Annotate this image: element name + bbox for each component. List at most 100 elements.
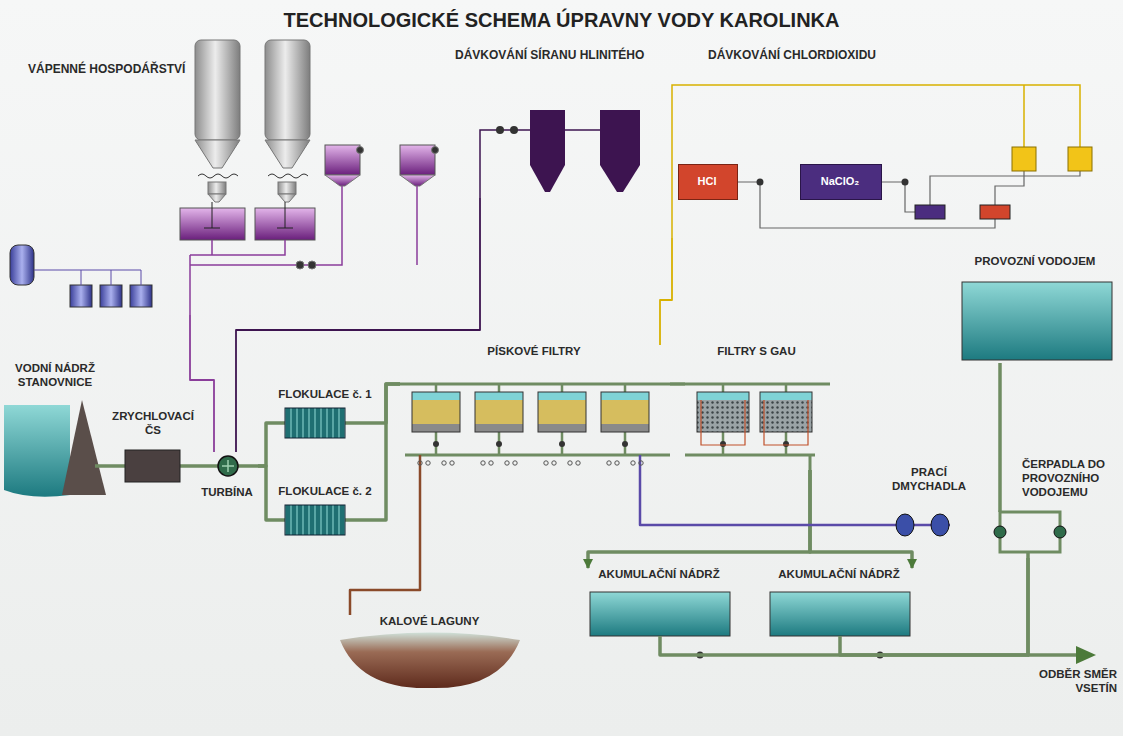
filter-tanks-part	[433, 441, 439, 447]
node-label: FILTRY S GAU	[685, 345, 828, 359]
alum-dosing-part	[600, 110, 640, 165]
filter-tanks-part	[489, 461, 493, 465]
filter-tanks-part	[419, 455, 422, 470]
filter-tanks-part	[475, 400, 523, 424]
chlorine-dioxide-plant-part	[1012, 147, 1036, 171]
filter-tanks-part	[601, 424, 649, 432]
raw-water-line-part	[218, 456, 238, 476]
filter-tanks-part	[552, 461, 556, 465]
node-label: PRACÍ DMYCHADLA	[885, 466, 973, 494]
tanks-and-pumps-part	[660, 636, 840, 640]
chlorine-dioxide-plant-part	[757, 179, 764, 186]
tanks-and-pumps-part	[1054, 526, 1066, 538]
chlorine-dioxide-plant-part	[915, 205, 945, 219]
pipe-connector	[258, 423, 275, 466]
chemical-tank: HCl	[678, 164, 738, 200]
lime-plant-area: VÁPENNÉ HOSPODÁŘSTVÍ	[5, 30, 320, 315]
node-label: PÍSKOVÉ FILTRY	[400, 345, 668, 359]
tanks-and-pumps-part	[931, 514, 949, 536]
node-label: AKUMULAČNÍ NÁDRŽ	[580, 568, 738, 582]
node-label: FLOKULACE č. 1	[277, 388, 373, 402]
node-label: AKUMULAČNÍ NÁDRŽ	[760, 568, 918, 582]
lime-plant	[10, 40, 439, 315]
lime-plant-part	[208, 194, 226, 202]
filter-tanks-part	[538, 392, 586, 400]
storage-tank: AKUMULAČNÍ NÁDRŽ	[760, 568, 920, 640]
filter-tanks-part	[697, 392, 749, 432]
filter-tanks-part	[568, 461, 572, 465]
alum-dosing-area: DÁVKOVÁNÍ SÍRANU HLINITÉHO	[440, 40, 670, 198]
filter-tanks-part	[538, 392, 586, 432]
filter-tanks-part	[412, 400, 460, 424]
flocculation-tanks-part	[285, 505, 345, 535]
filter-tanks-part	[412, 392, 460, 400]
lime-plant-part	[265, 40, 310, 140]
title-bar: TECHNOLOGICKÉ SCHEMA ÚPRAVNY VODY KAROLI…	[0, 8, 1123, 32]
pipe-connector	[640, 470, 885, 525]
lime-plant-part	[325, 145, 360, 175]
filter-tanks-part	[475, 424, 523, 432]
pump-station: ZRYCHLOVACÍ ČS	[112, 410, 196, 486]
filter-tanks-part	[697, 392, 749, 400]
wash-blowers: PRACÍ DMYCHADLA	[885, 466, 975, 538]
filter-tanks-part	[400, 384, 830, 470]
pipe-connector	[375, 384, 400, 520]
pipe-connector	[660, 238, 672, 345]
tanks-and-pumps-part	[994, 526, 1006, 538]
lime-plant-part	[130, 285, 152, 307]
alum-dosing-part	[480, 130, 600, 198]
filter-tanks-part	[412, 424, 460, 432]
filter-tanks-part	[631, 461, 635, 465]
tanks-and-pumps-part	[1028, 653, 1078, 657]
lime-plant-part	[278, 194, 296, 202]
pipe-connector	[196, 464, 198, 468]
tanks-and-pumps-part	[962, 282, 1112, 360]
lime-plant-part	[195, 140, 240, 168]
lime-plant-part	[265, 140, 310, 168]
node-label: HCl	[679, 175, 735, 188]
lime-plant-part	[400, 145, 435, 175]
filter-tanks-part	[601, 400, 649, 424]
tanks-and-pumps-part	[590, 592, 730, 636]
diagram-title: TECHNOLOGICKÉ SCHEMA ÚPRAVNY VODY KAROLI…	[0, 8, 1123, 32]
chlorine-dioxide-area: DÁVKOVÁNÍ CHLORDIOXIDUHClNaClO₂	[665, 40, 1117, 238]
filter-tanks-part	[559, 441, 565, 447]
filter-tanks-part	[607, 461, 611, 465]
filter-tanks-part	[418, 461, 422, 465]
flocculation-tank: FLOKULACE č. 2	[275, 485, 375, 537]
filter-tanks-part	[538, 400, 586, 424]
transfer-pumps: ČERPADLA DO PROVOZNÍHO VODOJEMU	[990, 458, 1117, 558]
node-label: ČERPADLA DO PROVOZNÍHO VODOJEMU	[1022, 458, 1115, 499]
chlorine-dioxide-plant-part	[882, 182, 915, 212]
tanks-and-pumps-part	[1076, 646, 1096, 664]
raw-water-line-part	[4, 405, 70, 497]
chlorine-dioxide-plant-part	[980, 205, 1010, 219]
raw-water-line-part	[222, 460, 234, 472]
pipe-connector	[998, 363, 1002, 458]
storage-tank: AKUMULAČNÍ NÁDRŽ	[580, 568, 740, 640]
node-label: KALOVÉ LAGUNY	[338, 615, 521, 629]
node-label: DÁVKOVÁNÍ SÍRANU HLINITÉHO	[455, 48, 668, 62]
pipe-connector	[670, 382, 685, 386]
service-reservoir: PROVOZNÍ VODOJEM	[955, 255, 1117, 363]
chlorine-dioxide-plant-part	[1068, 147, 1092, 171]
lime-plant-part	[190, 240, 285, 315]
filter-tanks-part	[760, 400, 812, 432]
alum-dosing-part	[510, 126, 518, 134]
source-reservoir: VODNÍ NÁDRŽ STANOVNICE	[6, 362, 106, 492]
lime-plant-part	[100, 285, 122, 307]
filter-tanks-part	[760, 392, 812, 400]
flocculation-tanks	[275, 408, 375, 535]
raw-water-line-part	[62, 400, 106, 495]
node-label: VODNÍ NÁDRŽ STANOVNICE	[6, 362, 104, 390]
flocculation-tanks-part	[285, 408, 345, 438]
lime-plant-part	[268, 174, 308, 178]
alum-dosing-part	[496, 126, 504, 134]
filter-tanks-part	[760, 392, 812, 432]
pipe-connector	[258, 466, 275, 520]
chlorine-dioxide-plant-part	[902, 179, 909, 186]
filter-tanks-part	[442, 461, 446, 465]
lime-plant-part	[204, 202, 293, 228]
lime-plant-part	[400, 175, 435, 186]
